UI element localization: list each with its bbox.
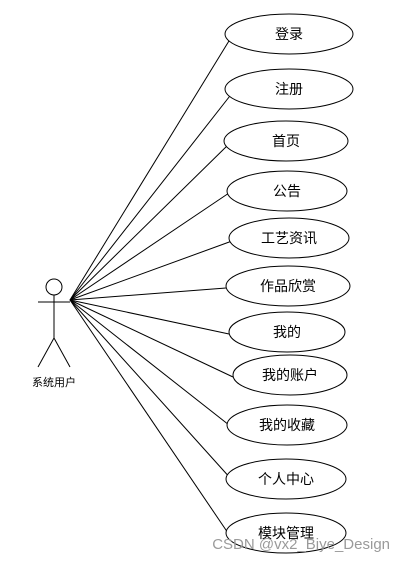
use-case-label: 我的账户 <box>262 367 318 384</box>
actor-head <box>45 278 63 296</box>
use-case-my-account[interactable]: 我的账户 <box>232 354 348 396</box>
use-case-label: 登录 <box>275 27 303 43</box>
use-case-register[interactable]: 注册 <box>224 68 354 110</box>
association-lines <box>69 35 234 534</box>
use-case-ellipse <box>232 354 348 396</box>
use-case-module-management[interactable]: 模块管理 <box>225 512 347 554</box>
use-case-ellipse <box>226 404 348 446</box>
use-case-label: 公告 <box>273 184 301 200</box>
use-case-ellipse <box>225 265 351 307</box>
use-case-label: 工艺资讯 <box>261 231 317 247</box>
use-case-ellipse <box>226 170 348 212</box>
use-case-login[interactable]: 登录 <box>224 13 354 55</box>
use-case-home[interactable]: 首页 <box>223 120 349 162</box>
use-case-label: 个人中心 <box>258 472 314 488</box>
use-case-ellipse <box>224 13 354 55</box>
use-case-announcement[interactable]: 公告 <box>226 170 348 212</box>
actor-left-leg <box>37 337 55 368</box>
use-case-ellipse <box>224 68 354 110</box>
association-line <box>69 299 230 426</box>
use-case-label: 首页 <box>272 134 300 150</box>
actor-stick-figure-icon <box>37 278 71 368</box>
use-case-label: 模块管理 <box>258 526 314 542</box>
association-line <box>69 299 234 378</box>
use-case-ellipse <box>225 512 347 554</box>
use-case-label: 我的收藏 <box>259 418 315 434</box>
association-line <box>69 287 227 301</box>
actor-right-leg <box>53 337 71 368</box>
actor-label: 系统用户 <box>32 375 76 389</box>
association-line <box>69 91 234 301</box>
use-case-personal-center[interactable]: 个人中心 <box>225 458 347 500</box>
use-case-label: 注册 <box>275 82 303 98</box>
use-case-mine[interactable]: 我的 <box>228 311 346 353</box>
watermark: CSDN @vx2_Biye_Design <box>212 536 390 553</box>
use-case-label: 作品欣赏 <box>260 279 316 295</box>
association-line <box>69 299 233 481</box>
association-line <box>69 299 230 335</box>
use-case-craft-news[interactable]: 工艺资讯 <box>228 217 350 259</box>
use-case-ellipse <box>225 458 347 500</box>
use-case-works-gallery[interactable]: 作品欣赏 <box>225 265 351 307</box>
association-line <box>69 142 231 301</box>
use-case-ellipse <box>223 120 349 162</box>
use-case-label: 我的 <box>273 325 301 341</box>
use-case-my-favorites[interactable]: 我的收藏 <box>226 404 348 446</box>
association-line <box>69 35 233 301</box>
use-case-ellipse <box>228 311 346 353</box>
use-case-ellipse <box>228 217 350 259</box>
association-line <box>69 192 230 301</box>
association-line <box>69 240 233 301</box>
association-line <box>69 299 229 534</box>
